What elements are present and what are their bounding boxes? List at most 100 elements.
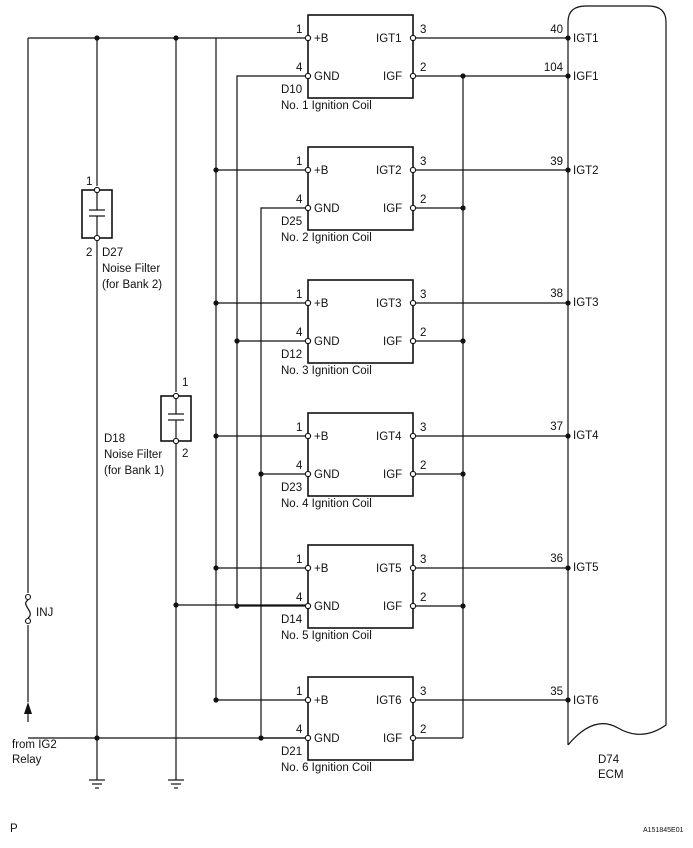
- coil-pin-igf-number: 2: [420, 724, 426, 736]
- coil-pin-b-number: 1: [296, 24, 302, 36]
- ecm-pin-label: IGT4: [573, 430, 599, 442]
- filter-d27-pin-top: 1: [86, 176, 92, 188]
- coil-terminal-igt: IGT6: [376, 695, 402, 707]
- ecm-name: ECM: [598, 769, 624, 781]
- coil-terminal-igf: IGF: [383, 336, 402, 348]
- coil-connector: D21: [281, 746, 302, 758]
- coil-terminal-igf: IGF: [383, 71, 402, 83]
- coil-terminal-gnd: GND: [314, 71, 340, 83]
- coil-pin-igf-number: 2: [420, 592, 426, 604]
- coil-pin-igf-number: 2: [420, 460, 426, 472]
- coil-pin-igt-number: 3: [420, 686, 426, 698]
- coil-terminal-gnd: GND: [314, 601, 340, 613]
- coil-pin-gnd-number: 4: [296, 724, 303, 736]
- filter-d27-name: Noise Filter: [102, 263, 160, 275]
- coil-pin-igf-number: 2: [420, 194, 426, 206]
- coil-terminal-igt: IGT4: [376, 431, 402, 443]
- coil-body: [307, 676, 414, 761]
- filter-d18-pin-top: 1: [182, 377, 188, 389]
- footer-code: A151845E01: [643, 827, 684, 834]
- coil-body: [307, 544, 414, 629]
- coil-connector: D23: [281, 482, 302, 494]
- coil-pin-igf-number: 2: [420, 327, 426, 339]
- ecm-pin-number: 39: [550, 156, 563, 168]
- ecm-outline: [567, 5, 667, 746]
- ecm-pin-number: 37: [550, 421, 563, 433]
- fuse-label: INJ: [36, 607, 53, 619]
- coil-terminal-b: +B: [314, 298, 329, 310]
- coil-connector: D25: [281, 216, 302, 228]
- coil-pin-b-number: 1: [296, 289, 302, 301]
- ecm-pin-label: IGF1: [573, 71, 599, 83]
- ecm-pin-number: 35: [550, 686, 563, 698]
- ecm-pin-label: IGT5: [573, 562, 599, 574]
- ground-icon: [89, 779, 105, 789]
- filter-d18-pin-bottom: 2: [182, 448, 188, 460]
- coil-connector: D14: [281, 614, 303, 626]
- coil-name: No. 4 Ignition Coil: [281, 498, 372, 510]
- footer-left: P: [10, 823, 18, 835]
- coil-pin-igt-number: 3: [420, 422, 426, 434]
- coil-connector: D12: [281, 349, 302, 361]
- coil-pin-b-number: 1: [296, 686, 302, 698]
- coil-pin-igt-number: 3: [420, 554, 426, 566]
- coil-name: No. 2 Ignition Coil: [281, 232, 372, 244]
- coil-terminal-igt: IGT2: [376, 165, 402, 177]
- ecm-pin-number: 38: [550, 288, 563, 300]
- filter-d18-bank: (for Bank 1): [104, 465, 164, 477]
- coil-pin-igt-number: 3: [420, 289, 426, 301]
- coil-terminal-igt: IGT3: [376, 298, 402, 310]
- coil-pin-gnd-number: 4: [296, 592, 303, 604]
- coil-name: No. 3 Ignition Coil: [281, 365, 372, 377]
- source-label-line1: from IG2: [12, 739, 57, 751]
- coil-body: [307, 146, 414, 231]
- coil-name: No. 1 Ignition Coil: [281, 100, 372, 112]
- source-arrow: [24, 702, 32, 714]
- coil-pin-gnd-number: 4: [296, 460, 303, 472]
- coil-connector: D10: [281, 84, 302, 96]
- filter-d27-pin-bottom: 2: [86, 247, 92, 259]
- coil-terminal-gnd: GND: [314, 203, 340, 215]
- coil-name: No. 5 Ignition Coil: [281, 630, 372, 642]
- coil-terminal-b: +B: [314, 563, 329, 575]
- ecm-pin-label: IGT1: [573, 33, 599, 45]
- coil-pin-igt-number: 3: [420, 156, 426, 168]
- coil-body: [307, 279, 414, 364]
- coil-terminal-igt: IGT1: [376, 33, 402, 45]
- coil-body: [307, 14, 414, 99]
- coil-terminal-gnd: GND: [314, 469, 340, 481]
- coil-pin-b-number: 1: [296, 422, 302, 434]
- coil-terminal-b: +B: [314, 431, 329, 443]
- coil-terminal-b: +B: [314, 165, 329, 177]
- filter-d18-conn: D18: [104, 433, 125, 445]
- coil-pin-gnd-number: 4: [296, 194, 303, 206]
- coil-pin-b-number: 1: [296, 554, 302, 566]
- ecm-pin-number: 40: [550, 24, 563, 36]
- coil-pin-b-number: 1: [296, 156, 302, 168]
- coil-pin-gnd-number: 4: [296, 327, 303, 339]
- coil-terminal-b: +B: [314, 33, 329, 45]
- coil-pin-igf-number: 2: [420, 62, 426, 74]
- coil-terminal-b: +B: [314, 695, 329, 707]
- coil-terminal-igt: IGT5: [376, 563, 402, 575]
- source-label-line2: Relay: [12, 754, 42, 766]
- ecm-pin-label: IGT2: [573, 165, 599, 177]
- ecm-pin-number: 104: [544, 62, 564, 74]
- ecm-pin-number: 36: [550, 553, 563, 565]
- coil-terminal-gnd: GND: [314, 733, 340, 745]
- ecm-pin-label: IGT6: [573, 695, 599, 707]
